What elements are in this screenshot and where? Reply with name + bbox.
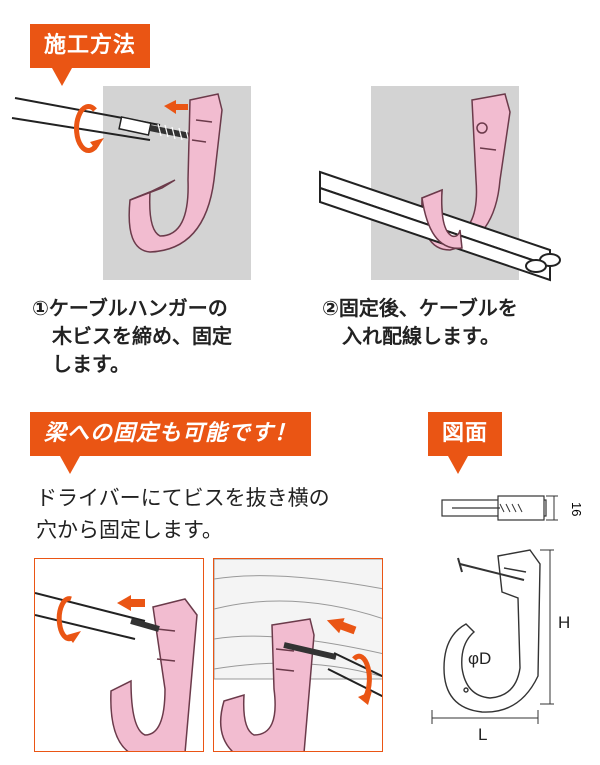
step1-caption: ①ケーブルハンガーの 木ビスを締め、固定 します。: [32, 296, 232, 376]
screwdriver-icon: [11, 97, 161, 141]
cable-hanger-icon: [110, 598, 198, 751]
technical-drawing: 16 φD H L: [431, 495, 584, 744]
dim-d-label: φD: [468, 649, 491, 668]
dim-16-line: [546, 495, 558, 521]
step2-illustration: [319, 93, 561, 282]
beam-illustration-2: [214, 559, 382, 751]
beam-illustration-1: [35, 592, 198, 751]
dim-h-label: H: [558, 613, 570, 632]
dim-h-line: [540, 549, 554, 705]
screw-icon: [457, 557, 525, 581]
heading-tail: [52, 68, 72, 86]
step2-caption: ②固定後、ケーブルを 入れ配線します。: [322, 296, 518, 348]
push-arrow-icon: [326, 618, 357, 635]
heading-tail: [448, 456, 468, 474]
beam-photo-2: [213, 558, 383, 752]
drawing-heading: 図面: [442, 421, 489, 446]
pull-arrow-icon: [117, 595, 145, 611]
push-arrow-icon: [164, 100, 188, 114]
rotate-arrow-icon: [56, 596, 81, 643]
method-heading-tag: 施工方法: [30, 24, 151, 86]
heading-tail: [60, 456, 80, 474]
dim-16-label: 16: [569, 502, 584, 516]
beam-photo-1: [34, 558, 204, 752]
cable-hanger-icon: [128, 93, 223, 253]
drawing-heading-tag: 図面: [428, 412, 503, 474]
beam-description: ドライバーにてビスを抜き横の 穴から固定します。: [36, 486, 330, 542]
front-view: [443, 549, 541, 713]
method-heading: 施工方法: [44, 33, 137, 58]
beam-heading: 梁への固定も可能です！: [44, 421, 298, 446]
dim-l-line: [431, 710, 539, 724]
dim-l-label: L: [478, 725, 487, 744]
rotate-arrow-icon: [74, 104, 104, 153]
rotate-arrow-icon: [352, 653, 372, 705]
cable-hanger-icon: [219, 618, 315, 751]
beam-heading-tag: 梁への固定も可能です！: [30, 412, 312, 474]
step1-illustration: [11, 93, 223, 253]
top-view: [441, 495, 547, 521]
screw-icon: [130, 618, 160, 632]
screw-icon: [283, 642, 337, 660]
